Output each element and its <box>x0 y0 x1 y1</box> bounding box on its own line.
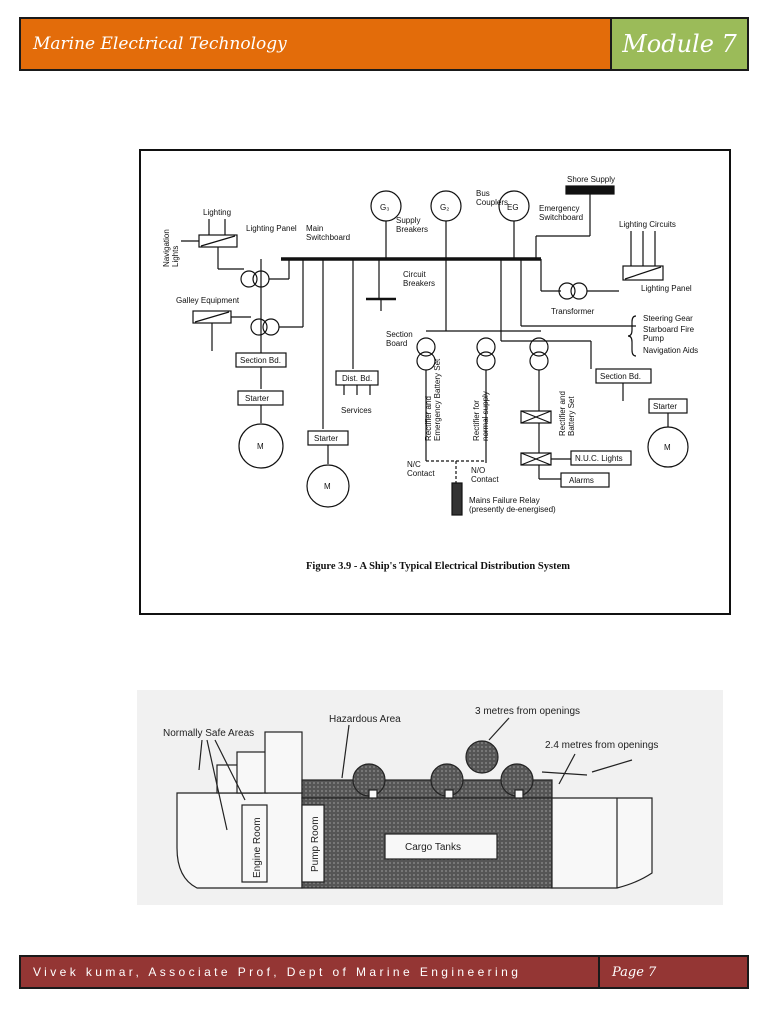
label-motor-mid: M <box>324 482 331 491</box>
label-navigation-aids: Navigation Aids <box>643 346 698 355</box>
label-steering-gear: Steering Gear <box>643 314 693 323</box>
label-rectifier-normal: Rectifier fornormal supply <box>472 391 490 441</box>
page-footer: Vivek kumar, Associate Prof, Dept of Mar… <box>19 955 749 989</box>
label-services: Services <box>341 406 372 415</box>
footer-author: Vivek kumar, Associate Prof, Dept of Mar… <box>21 957 600 987</box>
label-eg: EG <box>507 203 519 212</box>
label-motor-left: M <box>257 442 264 451</box>
label-starter-mid: Starter <box>314 434 338 443</box>
label-transformer: Transformer <box>551 307 595 316</box>
figure-caption: Figure 3.9 - A Ship's Typical Electrical… <box>306 561 570 572</box>
hazardous-area-figure: Normally Safe Areas Hazardous Area 3 met… <box>137 690 723 905</box>
label-g2: G₂ <box>440 203 449 212</box>
label-motor-right: M <box>664 443 671 452</box>
tanker-diagram: Normally Safe Areas Hazardous Area 3 met… <box>163 706 658 889</box>
label-hazardous-area: Hazardous Area <box>329 714 401 725</box>
label-mains-failure-relay: Mains Failure Relay(presently de-energis… <box>469 496 556 514</box>
label-two-four-metres: 2.4 metres from openings <box>545 740 658 751</box>
label-shore-supply: Shore Supply <box>567 175 615 184</box>
label-lighting-circuits: Lighting Circuits <box>619 220 676 229</box>
label-section-bd-left: Section Bd. <box>240 356 281 365</box>
label-lighting-panel: Lighting Panel <box>246 224 297 233</box>
label-pump-room: Pump Room <box>310 816 321 872</box>
label-lighting-panel-right: Lighting Panel <box>641 284 692 293</box>
label-navigation-lights: NavigationLights <box>162 229 180 267</box>
label-engine-room: Engine Room <box>252 817 263 878</box>
label-section-bd-right: Section Bd. <box>600 372 641 381</box>
label-dist-bd: Dist. Bd. <box>342 374 372 383</box>
label-g3: G₃ <box>380 203 389 212</box>
label-alarms: Alarms <box>569 476 594 485</box>
label-normally-safe: Normally Safe Areas <box>163 728 254 739</box>
label-starter-left: Starter <box>245 394 269 403</box>
label-three-metres: 3 metres from openings <box>475 706 580 717</box>
label-nuc-lights: N.U.C. Lights <box>575 454 623 463</box>
electrical-distribution-figure: Shore Supply G₃ G₂ EG Lighting Lighting … <box>139 149 731 615</box>
label-lighting: Lighting <box>203 208 231 217</box>
distribution-diagram: Shore Supply G₃ G₂ EG Lighting Lighting … <box>162 175 698 572</box>
module-label: Module 7 <box>612 19 747 69</box>
page-header: Marine Electrical Technology Module 7 <box>19 17 749 71</box>
label-cargo-tanks: Cargo Tanks <box>405 842 461 853</box>
header-title: Marine Electrical Technology <box>21 19 612 69</box>
page-number: Page 7 <box>600 957 747 987</box>
label-galley-equipment: Galley Equipment <box>176 296 240 305</box>
label-rectifier-emergency: Rectifier andEmergency Battery Set <box>424 358 442 441</box>
label-starter-right: Starter <box>653 402 677 411</box>
label-rectifier-battery: Rectifier andBattery Set <box>558 391 576 436</box>
